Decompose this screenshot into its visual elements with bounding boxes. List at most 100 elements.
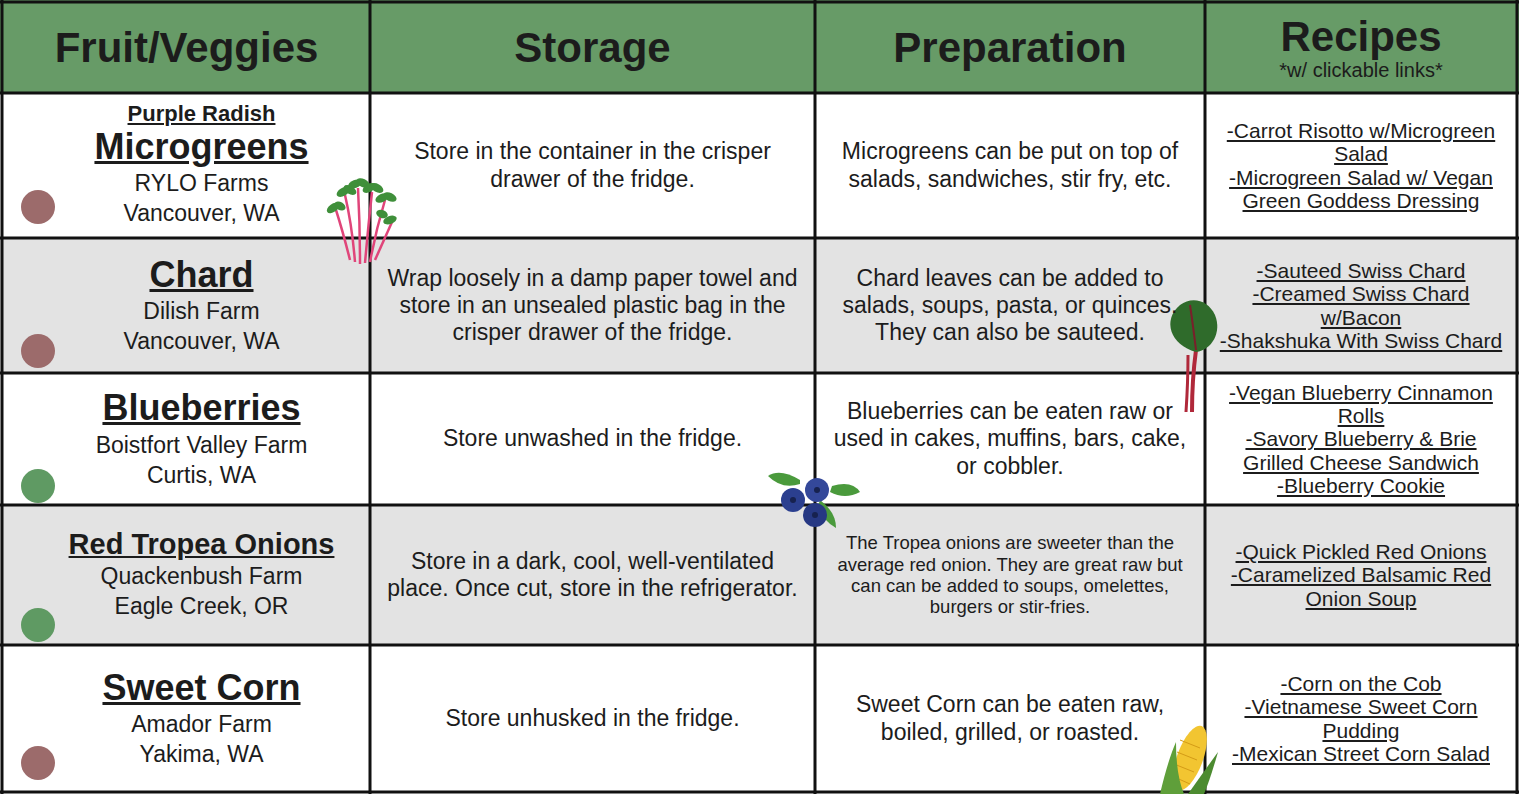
farm-location: Vancouver, WA	[124, 199, 280, 229]
storage-text: Store in the container in the crisper dr…	[382, 138, 803, 192]
cell-content: Microgreens can be put on top of salads,…	[827, 138, 1193, 192]
cell-content: -Corn on the Cob-Vietnamese Sweet Corn P…	[1217, 672, 1505, 764]
cell-content: -Quick Pickled Red Onions-Caramelized Ba…	[1217, 540, 1505, 609]
table-cell: Wrap loosely in a damp paper towel and s…	[372, 240, 813, 371]
row-band	[0, 645, 1519, 794]
preparation-text: Sweet Corn can be eaten raw, boiled, gri…	[827, 691, 1193, 745]
recipe-link: -Vietnamese Sweet Corn Pudding	[1217, 695, 1505, 741]
cell-content: Purple RadishMicrogreensRYLO FarmsVancou…	[45, 102, 358, 229]
table-cell: Store unwashed in the fridge.	[372, 375, 813, 503]
table-cell: Sweet CornAmador FarmYakima, WA	[5, 647, 368, 790]
cell-content: Recipes*w/ clickable links*	[1217, 15, 1505, 81]
storage-text: Store in a dark, cool, well-ventilated p…	[382, 548, 803, 602]
produce-name: Red Tropea Onions	[69, 528, 335, 561]
recipe-link: -Carrot Risotto w/Microgreen Salad	[1217, 119, 1505, 165]
cell-content: BlueberriesBoistfort Valley FarmCurtis, …	[45, 387, 358, 490]
preparation-text: Microgreens can be put on top of salads,…	[827, 138, 1193, 192]
table-cell: -Vegan Blueberry Cinnamon Rolls-Savory B…	[1207, 375, 1515, 503]
recipe-link: -Savory Blueberry & Brie Grilled Cheese …	[1217, 427, 1505, 473]
cell-content: Sweet Corn can be eaten raw, boiled, gri…	[827, 691, 1193, 745]
storage-text: Store unwashed in the fridge.	[443, 425, 742, 452]
table-cell: Blueberries can be eaten raw or used in …	[817, 375, 1203, 503]
produce-name: Sweet Corn	[102, 667, 300, 708]
table-cell: ChardDilish FarmVancouver, WA	[5, 240, 368, 371]
table-cell: -Quick Pickled Red Onions-Caramelized Ba…	[1207, 507, 1515, 643]
status-dots	[21, 190, 55, 780]
produce-name: Microgreens	[94, 126, 308, 167]
recipe-link: -Mexican Street Corn Salad	[1232, 742, 1490, 765]
column-header: Storage	[514, 26, 670, 70]
farm-location: Eagle Creek, OR	[115, 592, 289, 622]
column-header: Preparation	[893, 26, 1126, 70]
cell-content: Blueberries can be eaten raw or used in …	[827, 398, 1193, 479]
recipe-link: -Microgreen Salad w/ Vegan Green Goddess…	[1217, 166, 1505, 212]
recipe-link: -Creamed Swiss Chard w/Bacon	[1217, 282, 1505, 328]
cell-content: Chard leaves can be added to salads, sou…	[827, 265, 1193, 346]
table-cell: -Sauteed Swiss Chard-Creamed Swiss Chard…	[1207, 240, 1515, 371]
row-band	[0, 373, 1519, 505]
header-note: *w/ clickable links*	[1279, 59, 1442, 81]
farm-location: Yakima, WA	[140, 740, 264, 770]
cell-content: Fruit/Veggies	[15, 26, 358, 70]
blueberries-illustration	[768, 473, 860, 528]
table-cell: Sweet Corn can be eaten raw, boiled, gri…	[817, 647, 1203, 790]
farm-location: Curtis, WA	[147, 461, 256, 491]
variety-name: Purple Radish	[128, 102, 276, 126]
preparation-text: Chard leaves can be added to salads, sou…	[827, 265, 1193, 346]
cell-content: Store unwashed in the fridge.	[382, 425, 803, 452]
table-cell: Store unhusked in the fridge.	[372, 647, 813, 790]
recipe-link: -Caramelized Balsamic Red Onion Soup	[1217, 563, 1505, 609]
cell-content: Storage	[382, 26, 803, 70]
cell-content: Sweet CornAmador FarmYakima, WA	[45, 667, 358, 770]
column-header: Recipes	[1280, 15, 1441, 59]
cell-content: Store in the container in the crisper dr…	[382, 138, 803, 192]
storage-text: Store unhusked in the fridge.	[445, 705, 739, 732]
cell-content: -Sauteed Swiss Chard-Creamed Swiss Chard…	[1217, 259, 1505, 351]
table-cell: BlueberriesBoistfort Valley FarmCurtis, …	[5, 375, 368, 503]
recipe-link: -Corn on the Cob	[1280, 672, 1441, 695]
farm-name: Amador Farm	[131, 710, 272, 740]
produce-name: Blueberries	[102, 387, 300, 428]
table-cell: -Corn on the Cob-Vietnamese Sweet Corn P…	[1207, 647, 1515, 790]
recipe-link: -Vegan Blueberry Cinnamon Rolls	[1217, 381, 1505, 427]
microgreens-illustration	[325, 176, 398, 264]
table-cell: Purple RadishMicrogreensRYLO FarmsVancou…	[5, 95, 368, 236]
farm-name: RYLO Farms	[135, 169, 269, 199]
table-cell: Store in the container in the crisper dr…	[372, 95, 813, 236]
table-cell: Chard leaves can be added to salads, sou…	[817, 240, 1203, 371]
header-cell: Fruit/Veggies	[5, 5, 368, 91]
preparation-text: The Tropea onions are sweeter than the a…	[827, 532, 1193, 617]
cell-content: -Vegan Blueberry Cinnamon Rolls-Savory B…	[1217, 381, 1505, 496]
recipe-link: -Shakshuka With Swiss Chard	[1220, 329, 1502, 352]
preparation-text: Blueberries can be eaten raw or used in …	[827, 398, 1193, 479]
row-band	[0, 238, 1519, 373]
cell-content: ChardDilish FarmVancouver, WA	[45, 254, 358, 357]
table-cell: The Tropea onions are sweeter than the a…	[817, 507, 1203, 643]
cell-content: Wrap loosely in a damp paper towel and s…	[382, 265, 803, 346]
recipe-link: -Quick Pickled Red Onions	[1236, 540, 1487, 563]
farm-name: Boistfort Valley Farm	[96, 431, 308, 461]
recipe-link: -Sauteed Swiss Chard	[1257, 259, 1466, 282]
farm-name: Dilish Farm	[143, 297, 259, 327]
cell-content: Red Tropea OnionsQuackenbush FarmEagle C…	[45, 528, 358, 621]
row-band	[0, 93, 1519, 238]
table-cell: Store in a dark, cool, well-ventilated p…	[372, 507, 813, 643]
cell-content: Preparation	[827, 26, 1193, 70]
storage-text: Wrap loosely in a damp paper towel and s…	[382, 265, 803, 346]
table-cell: Microgreens can be put on top of salads,…	[817, 95, 1203, 236]
produce-name: Chard	[149, 254, 253, 295]
header-cell: Storage	[372, 5, 813, 91]
farm-name: Quackenbush Farm	[101, 562, 303, 592]
row-band	[0, 505, 1519, 645]
header-band	[0, 0, 1519, 93]
cell-content: The Tropea onions are sweeter than the a…	[827, 532, 1193, 617]
farm-location: Vancouver, WA	[124, 327, 280, 357]
header-cell: Recipes*w/ clickable links*	[1207, 5, 1515, 91]
corn-illustration	[1160, 722, 1218, 794]
cell-content: Store unhusked in the fridge.	[382, 705, 803, 732]
recipe-link: -Blueberry Cookie	[1277, 474, 1445, 497]
table-cell: Red Tropea OnionsQuackenbush FarmEagle C…	[5, 507, 368, 643]
column-header: Fruit/Veggies	[55, 26, 319, 70]
cell-content: -Carrot Risotto w/Microgreen Salad-Micro…	[1217, 119, 1505, 211]
